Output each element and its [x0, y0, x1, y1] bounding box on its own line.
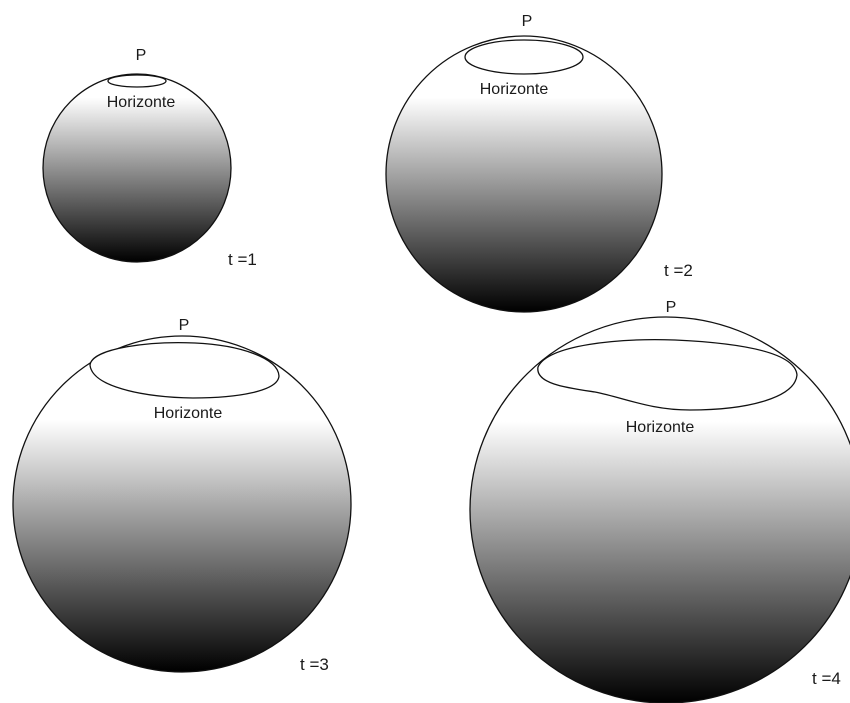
- panel-t1: P Horizonte t =1: [42, 47, 257, 269]
- horizon-ring: [537, 339, 798, 411]
- horizon-ring: [89, 342, 280, 399]
- time-label: t =1: [228, 250, 257, 269]
- universe-sphere: [12, 335, 352, 673]
- time-label: t =2: [664, 261, 693, 280]
- horizon-label: Horizonte: [626, 419, 695, 436]
- horizon-ring: [107, 74, 167, 88]
- universe-sphere: [42, 73, 232, 263]
- point-label: P: [179, 317, 190, 334]
- horizon-ring: [464, 39, 584, 75]
- panel-t2: P Horizonte t =2: [385, 13, 693, 313]
- horizon-label: Horizonte: [154, 405, 223, 422]
- panel-t3: P Horizonte t =3: [12, 317, 352, 674]
- point-label: P: [522, 13, 533, 30]
- panel-t4: P Horizonte t =4: [469, 299, 850, 703]
- horizon-label: Horizonte: [107, 94, 176, 111]
- point-label: P: [666, 299, 677, 316]
- horizon-label: Horizonte: [480, 81, 549, 98]
- universe-sphere: [385, 35, 663, 313]
- time-label: t =3: [300, 655, 329, 674]
- point-label: P: [136, 47, 147, 64]
- time-label: t =4: [812, 669, 841, 688]
- universe-sphere: [469, 316, 850, 703]
